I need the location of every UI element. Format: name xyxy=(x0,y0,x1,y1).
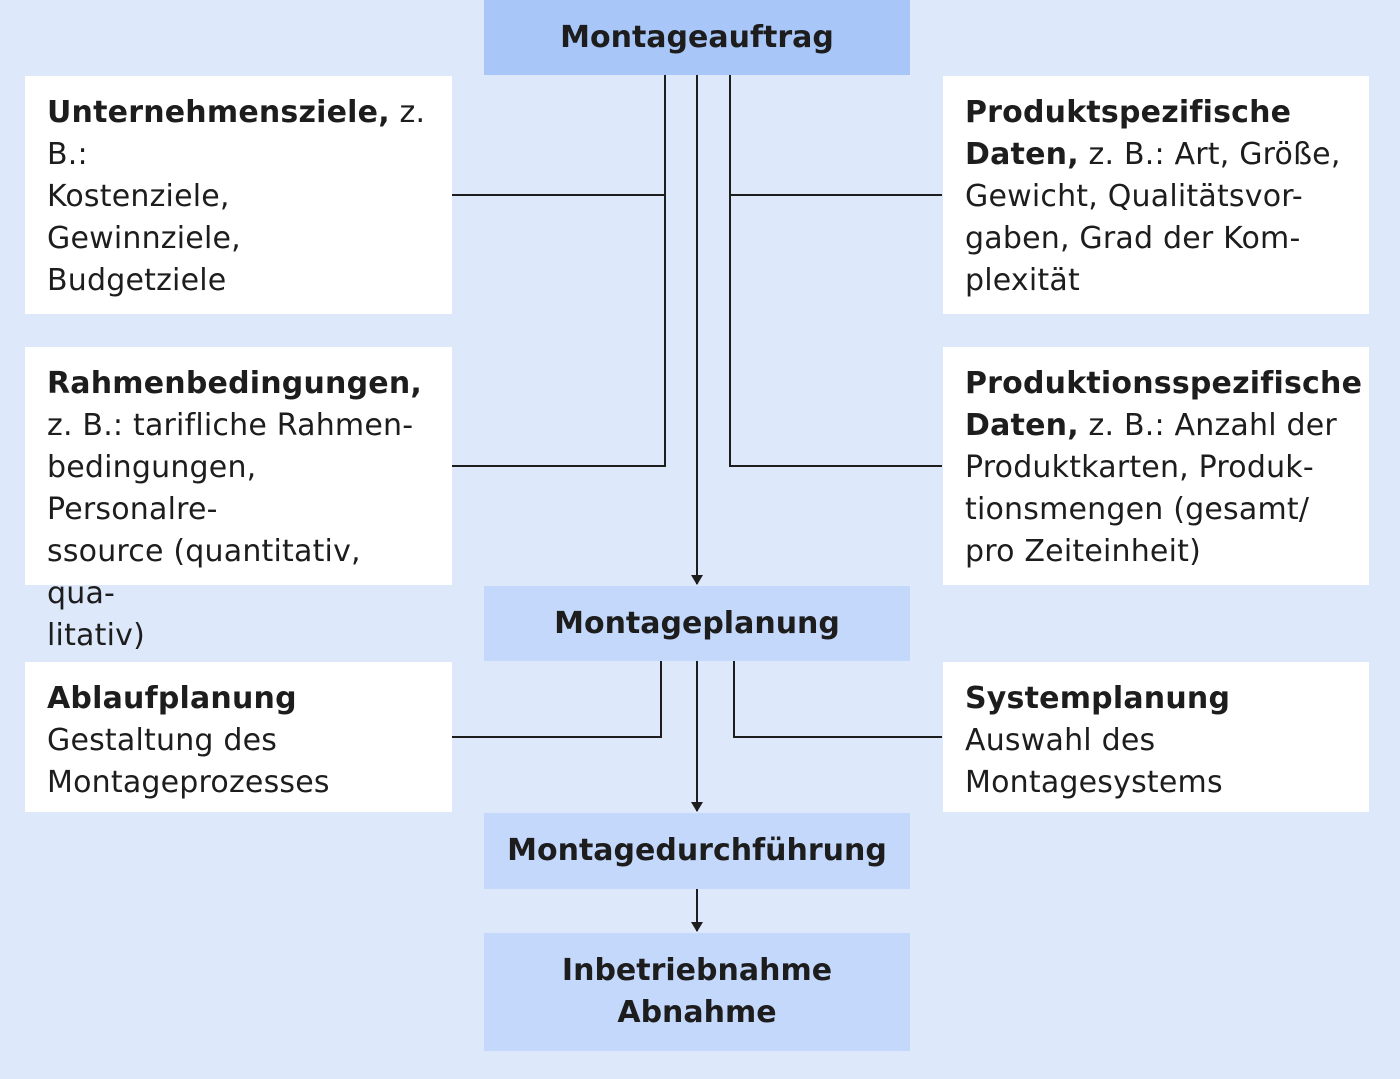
produktionsspezifisch-text-4: pro Zeiteinheit) xyxy=(965,534,1201,569)
stage-inbetriebnahme-label: Inbetriebnahme xyxy=(561,953,833,988)
stage-inbetriebnahme: Inbetriebnahme Abnahme xyxy=(484,933,910,1051)
connector-ablaufplanung xyxy=(452,661,662,738)
connector-rahmenbedingungen xyxy=(452,75,666,467)
systemplanung-text-2: Montagesystems xyxy=(965,765,1223,800)
input-produktionsspezifische-daten: Produktionsspezifische Daten, z. B.: Anz… xyxy=(943,347,1369,585)
produktspezifisch-text-3: gaben, Grad der Kom- xyxy=(965,221,1301,256)
rahmenbedingungen-text-3: ssource (quantitativ, qua- xyxy=(47,534,361,611)
stage-montageauftrag-label: Montageauftrag xyxy=(560,19,834,55)
produktionsspezifisch-text-1: z. B.: Anzahl der xyxy=(1078,408,1337,443)
produktspezifisch-text-1: z. B.: Art, Größe, xyxy=(1078,137,1341,172)
stage-montageplanung: Montageplanung xyxy=(484,586,910,661)
produktspezifisch-heading-1: Produktspezifische xyxy=(965,95,1292,130)
stage-montagedurchfuehrung: Montagedurchführung xyxy=(484,813,910,889)
systemplanung-heading: Systemplanung xyxy=(965,681,1231,716)
input-unternehmensziele: Unternehmensziele, z. B.: Kostenziele, G… xyxy=(25,76,452,314)
unternehmensziele-text-2: Kostenziele, Gewinnziele, xyxy=(47,179,241,256)
output-systemplanung: Systemplanung Auswahl des Montagesystems xyxy=(943,662,1369,812)
produktspezifisch-text-2: Gewicht, Qualitätsvor- xyxy=(965,179,1303,214)
produktionsspezifisch-heading-2: Daten, xyxy=(965,408,1079,443)
unternehmensziele-heading: Unternehmensziele, xyxy=(47,95,390,130)
produktionsspezifisch-heading-1: Produktionsspezifische xyxy=(965,366,1363,401)
produktionsspezifisch-text-3: tionsmengen (gesamt/ xyxy=(965,492,1310,527)
connector-unternehmensziele xyxy=(452,75,666,196)
connector-produktionsspezifisch xyxy=(729,75,942,467)
ablaufplanung-text-1: Gestaltung des xyxy=(47,723,278,758)
stage-montageauftrag: Montageauftrag xyxy=(484,0,910,75)
rahmenbedingungen-text-1: z. B.: tarifliche Rahmen- xyxy=(47,408,414,443)
produktspezifisch-heading-2: Daten, xyxy=(965,137,1079,172)
rahmenbedingungen-text-4: litativ) xyxy=(47,618,145,653)
stage-montagedurchfuehrung-label: Montagedurchführung xyxy=(507,833,887,868)
systemplanung-text-1: Auswahl des xyxy=(965,723,1156,758)
rahmenbedingungen-text-2: bedingungen, Personalre- xyxy=(47,450,257,527)
unternehmensziele-text-3: Budgetziele xyxy=(47,263,227,298)
produktionsspezifisch-text-2: Produktkarten, Produk- xyxy=(965,450,1314,485)
connector-produktspezifisch xyxy=(729,75,942,196)
unternehmensziele-text-1: z. B.: xyxy=(47,95,426,172)
ablaufplanung-heading: Ablaufplanung xyxy=(47,681,297,716)
rahmenbedingungen-heading: Rahmenbedingungen, xyxy=(47,366,422,401)
output-ablaufplanung: Ablaufplanung Gestaltung des Montageproz… xyxy=(25,662,452,812)
ablaufplanung-text-2: Montageprozesses xyxy=(47,765,330,800)
produktspezifisch-text-4: plexität xyxy=(965,263,1080,298)
stage-abnahme-label: Abnahme xyxy=(617,995,777,1030)
input-produktspezifische-daten: Produktspezifische Daten, z. B.: Art, Gr… xyxy=(943,76,1369,314)
stage-montageplanung-label: Montageplanung xyxy=(554,605,840,641)
input-rahmenbedingungen: Rahmenbedingungen, z. B.: tarifliche Rah… xyxy=(25,347,452,653)
connector-systemplanung xyxy=(733,661,942,738)
